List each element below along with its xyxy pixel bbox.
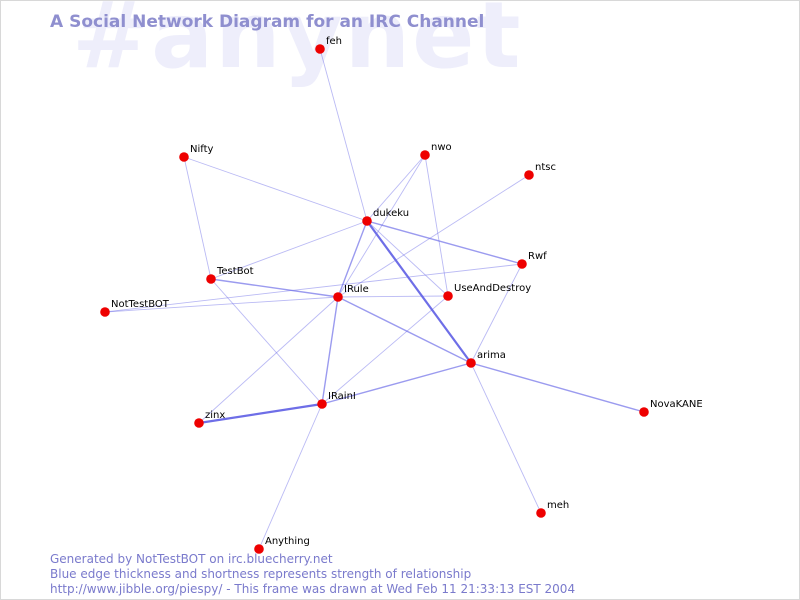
edge-ntsc-irule bbox=[337, 174, 530, 298]
diagram-title: A Social Network Diagram for an IRC Chan… bbox=[50, 12, 485, 32]
edge-irule-zinx bbox=[198, 296, 339, 424]
edge-dukeku-irule bbox=[337, 220, 368, 298]
node-label: IRule bbox=[344, 284, 369, 295]
node-testbot: TestBot bbox=[206, 266, 254, 284]
node-label: NotTestBOT bbox=[111, 299, 170, 310]
node-label: arima bbox=[477, 350, 506, 361]
node-dot bbox=[524, 170, 534, 180]
edge-dukeku-rwf bbox=[366, 220, 523, 265]
node-label: zinx bbox=[205, 410, 225, 421]
node-label: meh bbox=[547, 500, 569, 511]
edge-dukeku-useanddestroy bbox=[366, 220, 449, 297]
node-zinx: zinx bbox=[194, 410, 225, 428]
node-dot bbox=[100, 307, 110, 317]
edge-testbot-irule bbox=[210, 278, 339, 298]
node-dot bbox=[179, 152, 189, 162]
edge-nwo-irule bbox=[337, 154, 426, 298]
node-notestbot: NotTestBOT bbox=[100, 299, 170, 317]
node-novakane: NovaKANE bbox=[639, 399, 703, 417]
node-dot bbox=[466, 358, 476, 368]
edge-irule-arima bbox=[337, 296, 472, 364]
edge-nifty-dukeku bbox=[183, 156, 368, 222]
node-label: nwo bbox=[431, 142, 452, 153]
node-label: IRainI bbox=[328, 391, 356, 402]
footer-legend: Blue edge thickness and shortness repres… bbox=[50, 567, 472, 581]
footer: Generated by NotTestBOT on irc.bluecherr… bbox=[50, 552, 575, 597]
node-dot bbox=[639, 407, 649, 417]
edge-notestbot-rwf bbox=[104, 263, 523, 313]
edge-irule-useanddestroy bbox=[337, 295, 449, 298]
node-label: dukeku bbox=[373, 208, 409, 219]
edge-nwo-dukeku bbox=[366, 154, 426, 222]
edge-arima-irainl bbox=[321, 362, 472, 405]
node-label: feh bbox=[326, 36, 342, 47]
node-label: NovaKANE bbox=[650, 399, 703, 410]
edge-dukeku-testbot bbox=[210, 220, 368, 280]
node-dot bbox=[443, 291, 453, 301]
edge-useanddestroy-irainl bbox=[321, 295, 449, 405]
node-ntsc: ntsc bbox=[524, 162, 556, 180]
node-dukeku: dukeku bbox=[362, 208, 409, 226]
edge-arima-novakane bbox=[470, 362, 645, 413]
node-anything: Anything bbox=[254, 536, 310, 554]
node-useanddestroy: UseAndDestroy bbox=[443, 283, 531, 301]
edge-irainl-anything bbox=[258, 403, 323, 550]
footer-generated-by: Generated by NotTestBOT on irc.bluecherr… bbox=[50, 552, 333, 566]
channel-watermark: #anynet bbox=[72, 0, 523, 89]
node-meh: meh bbox=[536, 500, 569, 518]
edges-layer bbox=[104, 48, 645, 550]
node-label: TestBot bbox=[216, 266, 254, 277]
node-dot bbox=[254, 544, 264, 554]
node-dot bbox=[362, 216, 372, 226]
node-label: ntsc bbox=[535, 162, 556, 173]
edge-testbot-irainl bbox=[210, 278, 323, 405]
node-nwo: nwo bbox=[420, 142, 452, 160]
node-dot bbox=[194, 418, 204, 428]
edge-feh-dukeku bbox=[319, 48, 368, 222]
edge-notestbot-irule bbox=[104, 296, 339, 313]
edge-irainl-zinx bbox=[198, 402, 323, 425]
node-dot bbox=[206, 274, 216, 284]
edge-dukeku-arima bbox=[366, 220, 472, 364]
edge-rwf-arima bbox=[470, 263, 523, 364]
edge-nifty-testbot bbox=[183, 156, 212, 280]
node-label: Nifty bbox=[190, 144, 214, 155]
node-dot bbox=[317, 399, 327, 409]
edge-irule-irainl bbox=[321, 296, 339, 405]
node-label: UseAndDestroy bbox=[454, 283, 531, 294]
node-dot bbox=[420, 150, 430, 160]
node-dot bbox=[315, 44, 325, 54]
footer-source-link: http://www.jibble.org/piespy/ - This fra… bbox=[50, 582, 576, 596]
node-label: Rwf bbox=[528, 251, 547, 262]
node-irule: IRule bbox=[333, 284, 369, 302]
node-nifty: Nifty bbox=[179, 144, 214, 162]
node-dot bbox=[333, 292, 343, 302]
edge-nwo-useanddestroy bbox=[424, 154, 449, 297]
node-rwf: Rwf bbox=[517, 251, 547, 269]
node-irainl: IRainI bbox=[317, 391, 356, 409]
edge-arima-meh bbox=[470, 362, 542, 514]
node-arima: arima bbox=[466, 350, 506, 368]
node-feh: feh bbox=[315, 36, 342, 54]
node-dot bbox=[536, 508, 546, 518]
node-label: Anything bbox=[265, 536, 310, 547]
node-dot bbox=[517, 259, 527, 269]
